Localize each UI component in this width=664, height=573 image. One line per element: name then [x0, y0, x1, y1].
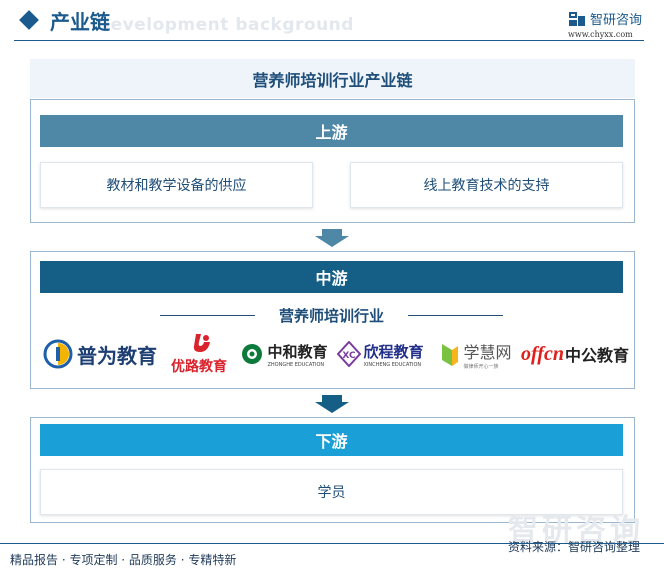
footer-divider — [0, 543, 664, 544]
brand-name: 智研咨询 — [590, 13, 643, 28]
svg-text:XC: XC — [343, 351, 357, 361]
upstream-item: 线上教育技术的支持 — [350, 162, 623, 208]
downstream-header: 下游 — [40, 424, 623, 456]
chain-title: 营养师培训行业产业链 — [30, 59, 635, 98]
company-subname: ZHONGHE EDUCATION — [267, 361, 325, 368]
zhonghe-logo-icon — [242, 344, 263, 364]
company-name: 普为教育 — [77, 343, 157, 368]
brand-url: www.chyxx.com — [568, 30, 633, 39]
zhonghe-text: 中和教育 ZHONGHE EDUCATION — [267, 341, 327, 368]
footer-tagline: 精品报告 · 专项定制 · 品质服务 · 专精特新 — [10, 553, 237, 567]
company-name: 学慧网 — [463, 342, 512, 362]
company-logo-xincheng: XC 欣程教育 XINCHENG EDUCATION — [333, 330, 428, 378]
downstream-item: 学员 — [40, 469, 623, 515]
header: Development background 产业链 — [0, 0, 664, 44]
company-name: 欣程教育 — [363, 342, 424, 361]
subtitle-line-right — [408, 314, 503, 316]
brand-logo-icon — [569, 11, 585, 26]
company-name: 中和教育 — [267, 342, 328, 361]
header-watermark: Development background — [96, 15, 354, 35]
xuehui-text: 学慧网 做律师开心一族 — [463, 339, 511, 370]
footer-watermark: 智研咨询 — [508, 513, 644, 548]
company-logo-xuehui: 学慧网 做律师开心一族 — [432, 330, 520, 378]
midstream-header: 中游 — [40, 261, 623, 293]
company-logo-puwei: 普为教育 — [40, 330, 160, 378]
upstream-item: 教材和教学设备的供应 — [40, 162, 313, 208]
company-subname: XINCHENG EDUCATION — [363, 361, 422, 368]
youlu-logo-icon — [188, 334, 210, 352]
xincheng-text: 欣程教育 XINCHENG EDUCATION — [363, 341, 423, 368]
header-divider — [14, 40, 644, 41]
puwei-logo-icon — [43, 339, 73, 369]
midstream-subtitle: 营养师培训行业 — [40, 303, 623, 327]
company-name: 优路教育 — [171, 359, 227, 375]
page-title: 产业链 — [50, 10, 110, 34]
arrow-down-icon — [315, 395, 349, 413]
company-subname: 做律师开心一族 — [463, 363, 499, 370]
offcn-mark: offcn — [521, 342, 564, 365]
company-logo-zhonghe: 中和教育 ZHONGHE EDUCATION — [238, 330, 330, 378]
xuehui-logo-icon — [442, 344, 459, 366]
source-note: 资料来源：智研咨询整理 — [508, 540, 641, 554]
brand: 智研咨询 — [568, 9, 642, 28]
arrow-down-icon — [315, 229, 349, 247]
xincheng-logo-icon: XC — [337, 341, 362, 367]
diamond-icon — [19, 10, 39, 30]
company-logo-youlu: 优路教育 — [164, 330, 234, 378]
upstream-header: 上游 — [40, 115, 623, 147]
midstream-subtitle-text: 营养师培训行业 — [278, 306, 384, 325]
subtitle-line-left — [159, 314, 255, 316]
company-logo-offcn: offcn 中公教育 — [521, 330, 629, 378]
company-name: 中公教育 — [564, 346, 629, 365]
